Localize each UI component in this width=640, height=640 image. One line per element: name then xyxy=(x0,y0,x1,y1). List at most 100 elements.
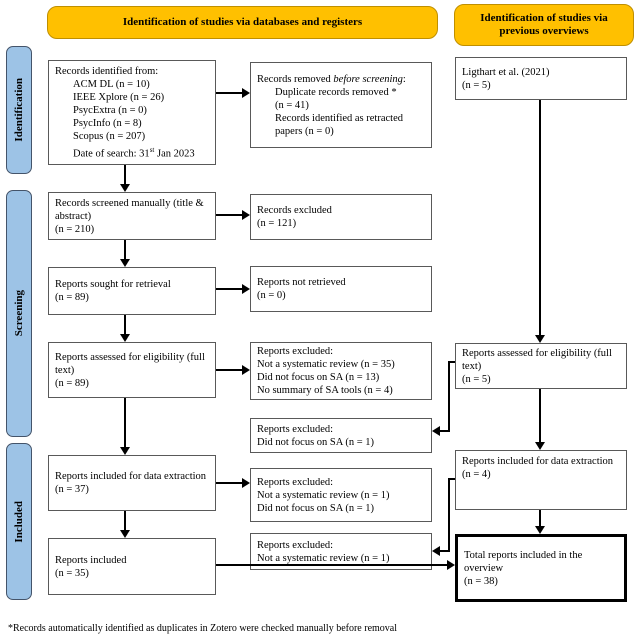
arrow-included-to-total-head xyxy=(447,560,455,570)
box-total-included: Total reports included in the overview (… xyxy=(455,534,627,602)
reports-sought-label: Reports sought for retrieval xyxy=(55,279,171,290)
reports-assessed-label: Reports assessed for eligibility (full t… xyxy=(55,351,205,376)
retracted-papers: Records identified as retracted papers (… xyxy=(275,112,403,137)
arrow-overview-assessed-to-extraction-head xyxy=(535,442,545,450)
date-ordinal: st xyxy=(149,145,155,154)
banner-previous-label: Identification of studies via previous o… xyxy=(480,12,608,37)
arrow-ligthart-to-assessed-line xyxy=(539,100,541,337)
arrow-overview-assessed-to-extraction-line xyxy=(539,389,541,442)
box-reports-included: Reports included (n = 35) xyxy=(48,538,216,595)
arrow-ligthart-to-assessed-head xyxy=(535,335,545,343)
sidebar-included-label: Included xyxy=(13,500,25,543)
box-overview-data-extraction: Reports included for data extraction (n … xyxy=(455,450,627,510)
reports-sought-count: (n = 89) xyxy=(55,292,89,303)
arrow-extraction-to-included-line xyxy=(124,511,126,531)
box-reports-data-extraction: Reports included for data extraction (n … xyxy=(48,455,216,511)
source-acm: ACM DL (n = 10) xyxy=(73,79,150,90)
elbow-extraction-excluded-horizontal xyxy=(440,550,449,552)
excluded-no-sa-focus: Did not focus on SA (n = 13) xyxy=(257,372,380,383)
sidebar-identification-label: Identification xyxy=(13,78,25,142)
arrow-identified-to-removed-head xyxy=(242,88,250,98)
box-excluded-overview-extraction: Reports excluded: Not a systematic revie… xyxy=(250,533,432,570)
arrow-screened-to-excluded-head xyxy=(242,210,250,220)
source-psycextra: PsycExtra (n = 0) xyxy=(73,105,147,116)
elbow-extraction-excluded-vertical xyxy=(448,478,450,552)
arrow-assessed-to-excluded-head xyxy=(242,365,250,375)
arrow-extraction-to-excluded-head xyxy=(242,478,250,488)
box-reports-assessed: Reports assessed for eligibility (full t… xyxy=(48,342,216,398)
arrow-overview-extraction-to-total-head xyxy=(535,526,545,534)
excluded-not-systematic: Not a systematic review (n = 35) xyxy=(257,359,395,370)
source-ieee: IEEE Xplore (n = 26) xyxy=(73,92,165,103)
arrow-included-to-total-line xyxy=(216,564,447,566)
elbow-assessed-excluded-head xyxy=(432,426,440,436)
sidebar-identification: Identification xyxy=(6,46,32,174)
arrow-assessed-to-excluded-line xyxy=(216,369,243,371)
overview-extraction-label: Reports included for data extraction xyxy=(462,456,614,467)
duplicates-removed: Duplicate records removed * xyxy=(275,86,397,98)
records-excluded-count: (n = 121) xyxy=(257,218,297,229)
excluded-overview-extraction-head: Reports excluded: xyxy=(257,539,334,551)
arrow-sought-to-assessed-head xyxy=(120,334,130,342)
box-reports-not-retrieved: Reports not retrieved (n = 0) xyxy=(250,266,432,312)
date-suffix: Jan 2023 xyxy=(154,148,195,159)
excluded-no-sa-summary: No summary of SA tools (n = 4) xyxy=(257,385,393,396)
records-screened-count: (n = 210) xyxy=(55,223,95,235)
sidebar-screening-label: Screening xyxy=(13,290,25,337)
arrow-identified-to-removed-line xyxy=(216,92,243,94)
arrow-extraction-to-included-head xyxy=(120,530,130,538)
arrow-sought-to-assessed-line xyxy=(124,315,126,335)
excluded-extraction-not-systematic: Not a systematic review (n = 1) xyxy=(257,489,390,501)
ligthart-label: Ligthart et al. (2021) xyxy=(462,66,550,78)
banner-databases-label: Identification of studies via databases … xyxy=(122,16,363,28)
records-excluded-label: Records excluded xyxy=(257,205,332,216)
not-retrieved-count: (n = 0) xyxy=(257,290,286,301)
records-removed-italic: before screening xyxy=(333,73,403,85)
total-included-label: Total reports included in the overview xyxy=(464,549,583,574)
elbow-assessed-excluded-vertical xyxy=(448,361,450,432)
overview-assessed-count: (n = 5) xyxy=(462,373,491,385)
arrow-overview-extraction-to-total-line xyxy=(539,510,541,526)
box-excluded-fulltext: Reports excluded: Not a systematic revie… xyxy=(250,342,432,400)
excluded-extraction-head: Reports excluded: xyxy=(257,476,334,488)
records-screened-label: Records screened manually (title & abstr… xyxy=(55,197,204,222)
box-overview-assessed: Reports assessed for eligibility (full t… xyxy=(455,343,627,389)
box-records-removed: Records removed before screening: Duplic… xyxy=(250,62,432,148)
not-retrieved-label: Reports not retrieved xyxy=(257,277,346,288)
duplicates-count: (n = 41) xyxy=(275,99,309,111)
elbow-assessed-excluded-stub xyxy=(449,361,455,363)
records-identified-title: Records identified from: xyxy=(55,66,159,77)
elbow-extraction-excluded-head xyxy=(432,546,440,556)
overview-extraction-count: (n = 4) xyxy=(462,469,491,480)
arrow-assessed-to-extraction-head xyxy=(120,447,130,455)
arrow-sought-to-notretrieved-line xyxy=(216,288,243,290)
arrow-sought-to-notretrieved-head xyxy=(242,284,250,294)
elbow-assessed-excluded-horizontal xyxy=(440,430,449,432)
arrow-assessed-to-extraction-line xyxy=(124,398,126,448)
date-prefix: Date of search: 31 xyxy=(73,148,150,159)
banner-previous-overviews: Identification of studies via previous o… xyxy=(454,4,634,46)
excluded-extraction-no-sa: Did not focus on SA (n = 1) xyxy=(257,502,375,514)
banner-databases-registers: Identification of studies via databases … xyxy=(47,6,438,39)
box-ligthart: Ligthart et al. (2021) (n = 5) xyxy=(455,57,627,100)
box-records-identified: Records identified from: ACM DL (n = 10)… xyxy=(48,60,216,165)
records-removed-head: Records removed before screening: xyxy=(257,73,425,86)
elbow-extraction-excluded-stub xyxy=(449,478,455,480)
reports-data-extraction-label: Reports included for data extraction xyxy=(55,471,207,482)
box-excluded-overview-eligibility: Reports excluded: Did not focus on SA (n… xyxy=(250,418,432,453)
records-removed-prefix: Records removed xyxy=(257,73,334,85)
box-records-screened: Records screened manually (title & abstr… xyxy=(48,192,216,240)
arrow-screened-to-sought-line xyxy=(124,240,126,260)
box-reports-sought: Reports sought for retrieval (n = 89) xyxy=(48,267,216,315)
arrow-extraction-to-excluded-line xyxy=(216,482,243,484)
records-removed-suffix: : xyxy=(402,73,406,85)
excluded-overview-no-sa: Did not focus on SA (n = 1) xyxy=(257,436,375,448)
excluded-overview-head: Reports excluded: xyxy=(257,423,334,435)
arrow-identified-to-screened-head xyxy=(120,184,130,192)
total-included-count: (n = 38) xyxy=(464,575,498,587)
reports-included-label: Reports included xyxy=(55,554,127,566)
reports-included-count: (n = 35) xyxy=(55,567,89,579)
sidebar-included: Included xyxy=(6,443,32,600)
box-records-excluded: Records excluded (n = 121) xyxy=(250,194,432,240)
